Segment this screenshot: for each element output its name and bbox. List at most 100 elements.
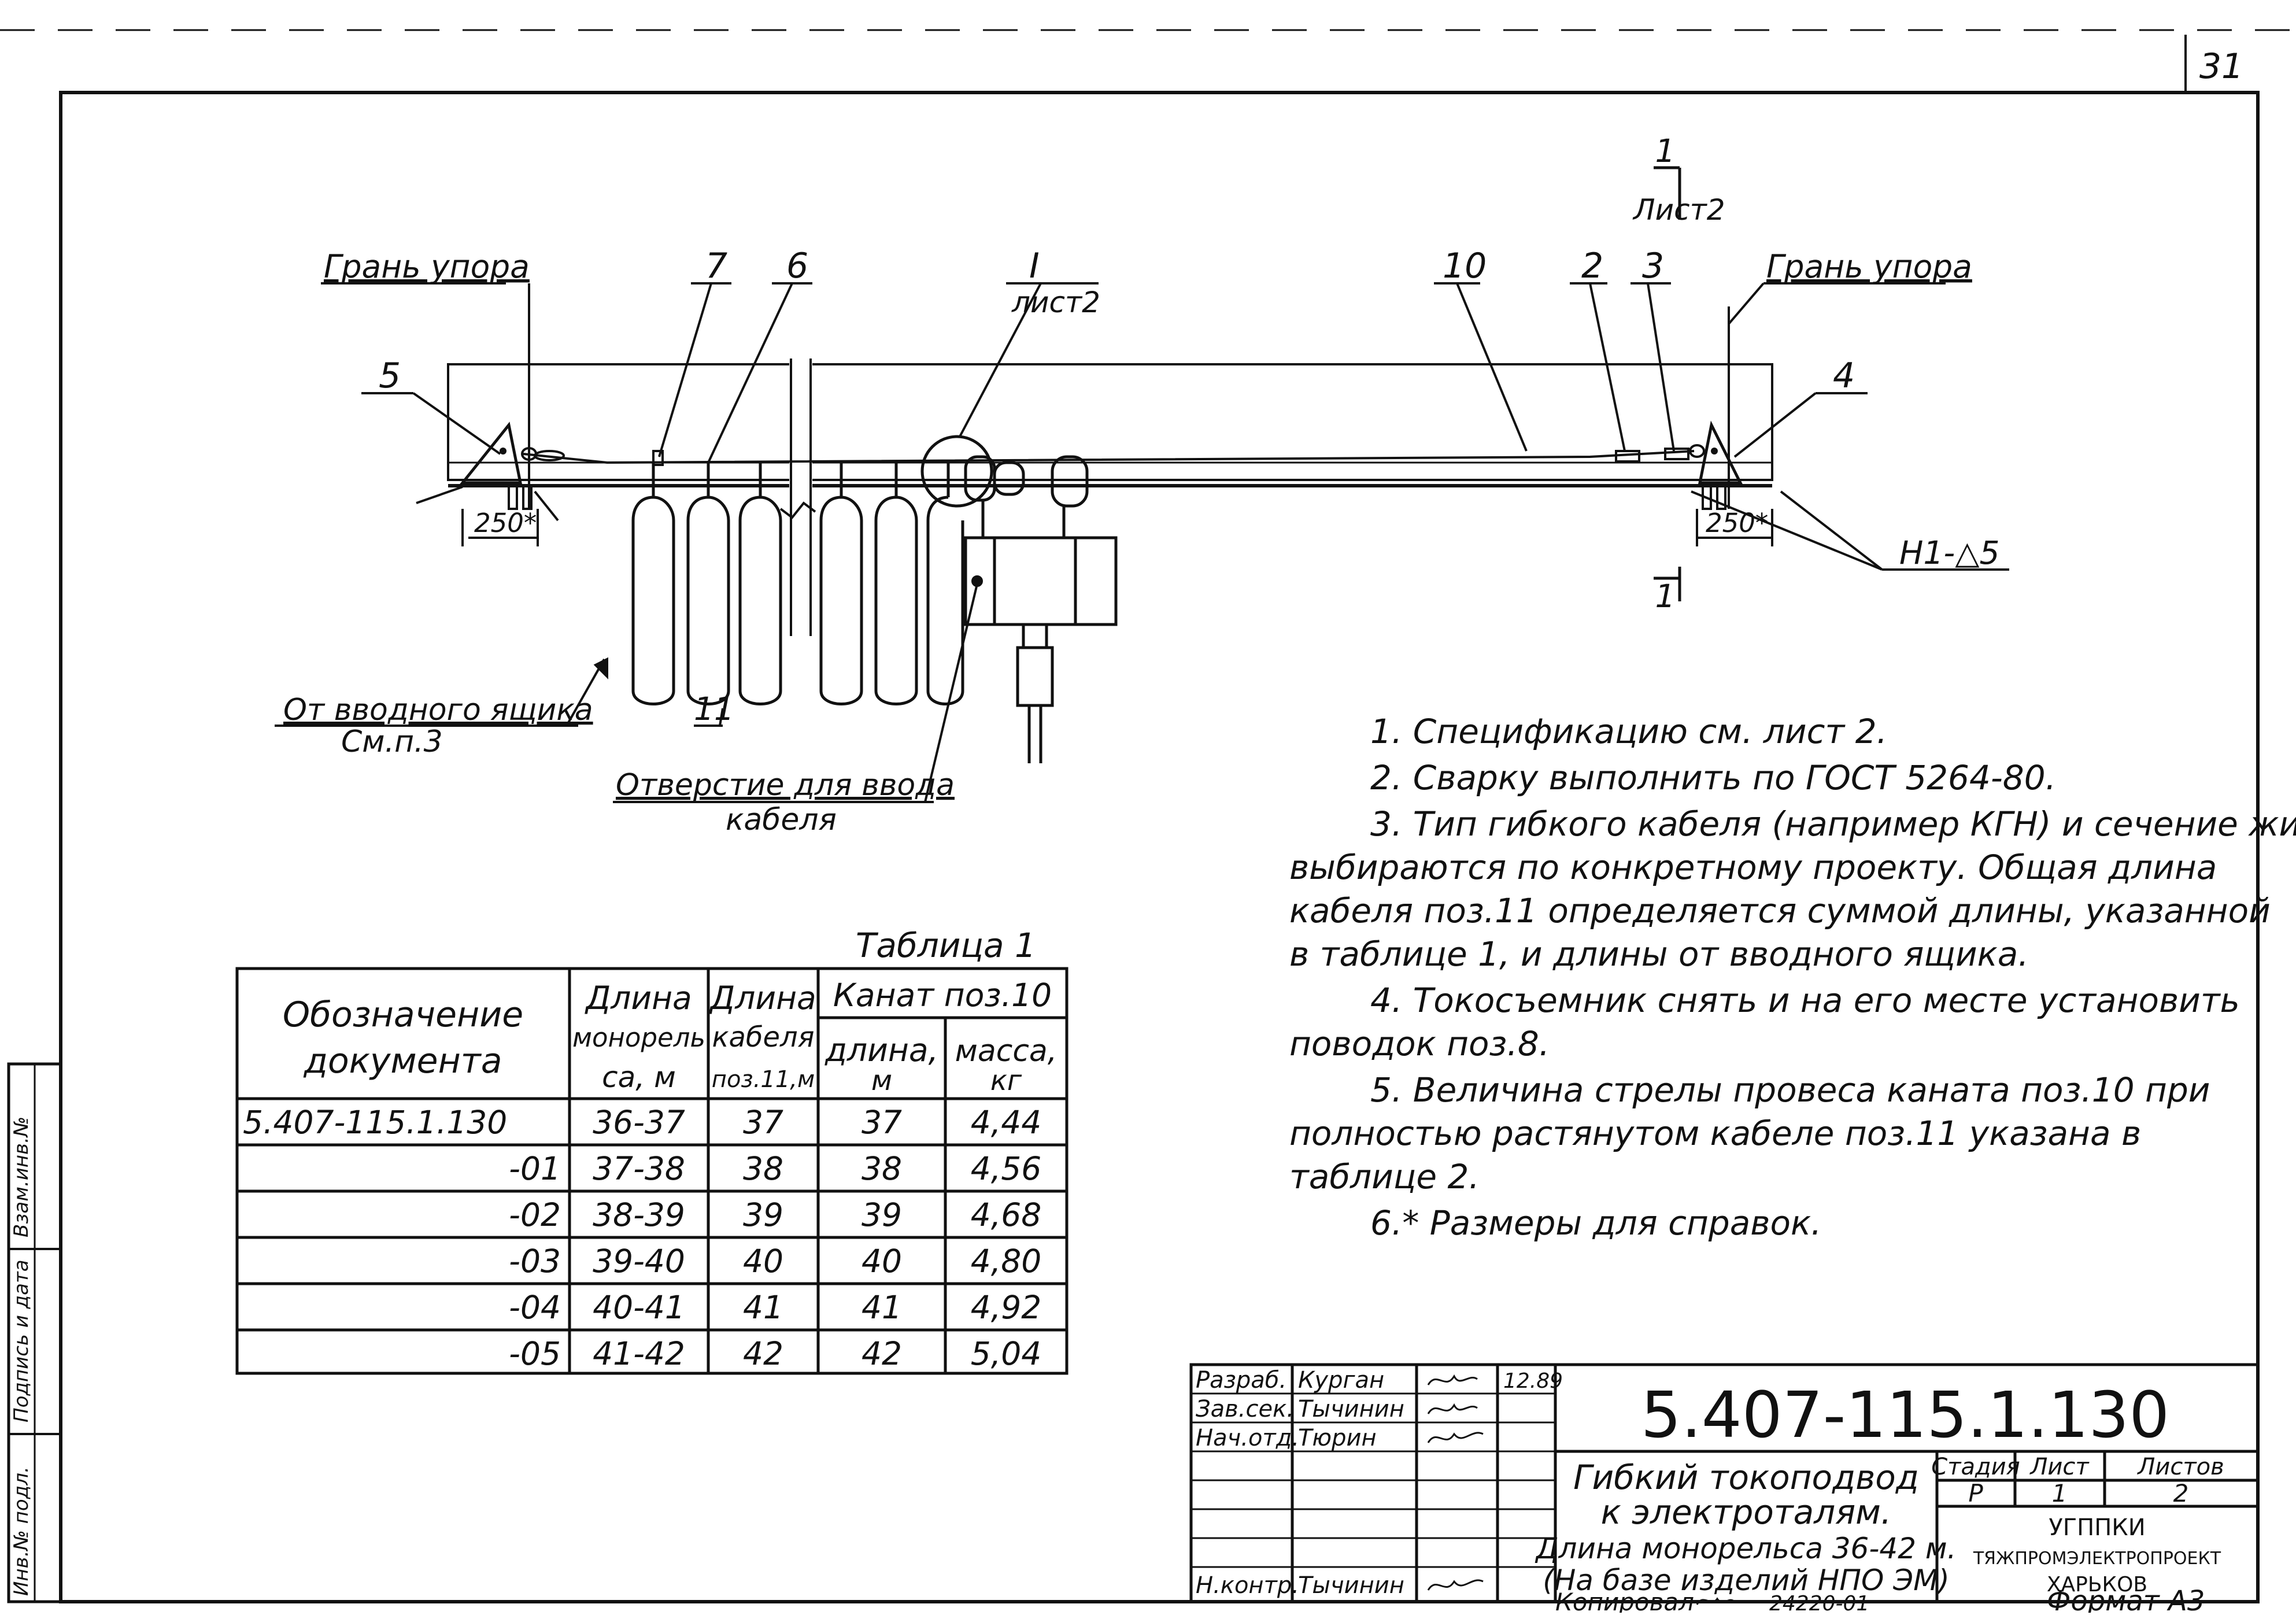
table-cell-rope-mass: 4,44 [971,1104,1041,1141]
tb-role: Н.контр. [1196,1572,1299,1599]
tb-sheets: 2 [2173,1479,2189,1507]
table-cell-rope-length: 42 [862,1335,902,1372]
tb-org: УГППКИ [2049,1514,2145,1541]
right-end-stop [1698,420,1743,485]
sheet-number: 31 [2199,46,2243,87]
order-number: 24220-01 [1769,1592,1869,1613]
callout-2: 2 [1581,246,1603,286]
section-num-top: 1 [1655,132,1676,169]
tb-date: 12.89 [1503,1369,1563,1393]
from-box-1: От вводного ящика [283,693,593,727]
note-line: выбираются по конкретному проекту. Общая… [1289,848,2217,887]
table-1: Таблица 1 Обозначение документа Длина мо… [235,926,1068,1375]
th-rope-mass: масса, [955,1034,1058,1069]
section-num-bottom: 1 [1655,578,1676,615]
tb-role: Нач.отд. [1196,1425,1299,1451]
tb-org: ХАРЬКОВ [2047,1573,2147,1596]
dim-right: 250* [1706,508,1768,538]
tb-title: Гибкий токоподвод [1573,1458,1919,1497]
side-stamp-replace: Взам.инв.№ [10,1117,33,1237]
table-cell-designation: -04 [509,1289,561,1326]
section-sheet: Лист2 [1632,193,1725,227]
side-stamp: Инв.№ подл. Подпись и дата Взам.инв.№ [7,1062,62,1603]
node-i-circle [920,435,993,508]
table-cell-cable: 39 [743,1196,783,1233]
callout-6: 6 [786,246,808,286]
format-label: Формат А3 [2047,1585,2205,1613]
note-line: в таблице 1, и длины от вводного ящика. [1289,934,2029,974]
tb-name: Курган [1298,1367,1384,1394]
tb-role: Зав.сек. [1196,1396,1294,1422]
note-line: поводок поз.8. [1289,1024,1550,1063]
table-cell-rope-length: 40 [862,1243,902,1280]
tb-name: Тюрин [1298,1425,1377,1451]
note-line: полностью растянутом кабеле поз.11 указа… [1289,1114,2141,1153]
table-cell-cable: 41 [743,1289,783,1326]
tb-signatures [1427,1374,1484,1591]
note-line: 6.* Размеры для справок. [1370,1203,1821,1243]
table-body: 5.407-115.1.130 36-37 37 37 4,44 -01 37-… [243,1104,1041,1372]
table-cell-rope-mass: 4,92 [971,1289,1041,1326]
table-cell-designation: 5.407-115.1.130 [243,1104,507,1141]
th-designation: документа [303,1041,502,1081]
left-end-stop [459,422,523,485]
callout-3: 3 [1642,246,1664,286]
title-block: Разраб. Зав.сек. Нач.отд. Н.контр. Курга… [1189,1363,2260,1603]
table-cell-designation: -05 [509,1335,561,1372]
th-rope: Канат поз.10 [833,977,1052,1014]
tb-title: (На базе изделий НПО ЭМ) [1543,1564,1950,1597]
table-cell-rope-length: 38 [862,1150,902,1187]
table-cell-rail: 37-38 [593,1150,685,1187]
note-line: таблице 2. [1289,1157,1480,1196]
stop-face-left: Грань упора [324,248,530,285]
rope-pos-10 [523,450,1695,464]
table-cell-cable: 42 [743,1335,783,1372]
from-box-2: См.п.3 [341,725,443,759]
section-marker [1654,166,1681,601]
stop-face-right: Грань упора [1766,248,1972,285]
th-rail: монорель [572,1022,705,1053]
table-caption: Таблица 1 [856,926,1036,965]
th-rail: са, м [602,1060,676,1094]
note-line: кабеля поз.11 определяется суммой длины,… [1289,891,2271,930]
table-cell-cable: 38 [743,1150,783,1187]
table-cell-cable: 40 [743,1243,783,1280]
tb-title: Длина монорельса 36-42 м. [1535,1532,1956,1565]
electric-hoist [964,455,1118,763]
weld-mark: H1-△5 [1899,534,2000,571]
footer: Копировал 24220-01 Формат А3 [1555,1585,2205,1615]
table-cell-rope-mass: 4,80 [971,1243,1041,1280]
th-designation: Обозначение [283,995,523,1035]
callout-node-sheet: лист2 [1011,286,1100,319]
callout-node-i: I [1029,246,1040,286]
tb-name: Тычинин [1298,1572,1404,1599]
th-cable: Длина [708,980,816,1017]
th-rope-length: длина, [825,1032,938,1069]
hole-1: Отверстие для ввода [616,768,955,803]
table-cell-rope-mass: 5,04 [971,1335,1041,1372]
tb-title: к электроталям. [1601,1492,1892,1532]
beam-break [789,359,812,636]
table-cell-rope-length: 39 [862,1196,902,1233]
note-line: 3. Тип гибкого кабеля (например КГН) и с… [1370,804,2296,844]
table-cell-designation: -01 [509,1150,561,1187]
copied-signature [1696,1597,1736,1605]
table-cell-rail: 38-39 [593,1196,685,1233]
tb-org: ТЯЖПРОМЭЛЕКТРОПРОЕКТ [1973,1549,2221,1569]
table-cell-rail: 41-42 [593,1335,685,1372]
th-rail: Длина [584,980,692,1017]
tb-role: Разраб. [1196,1367,1286,1394]
th-cable: поз.11,м [712,1066,815,1093]
note-line: 5. Величина стрелы провеса каната поз.10… [1370,1070,2210,1110]
table-cell-designation: -02 [509,1196,561,1233]
table-cell-designation: -03 [509,1243,561,1280]
dim-left: 250* [474,508,537,538]
tb-stage: Р [1968,1479,1983,1507]
cable-loops-pos-11 [631,463,964,705]
tb-sheets-header: Листов [2136,1454,2224,1480]
th-cable: кабеля [712,1021,814,1054]
note-line: 2. Сварку выполнить по ГОСТ 5264-80. [1370,758,2056,797]
monorail-beam [447,363,1773,481]
th-rope-mass: кг [990,1065,1022,1097]
